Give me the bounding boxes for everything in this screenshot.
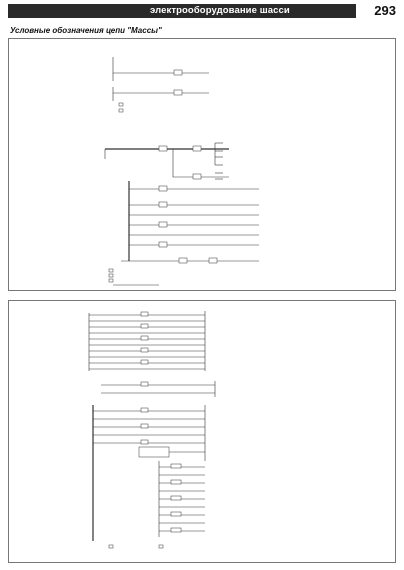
ground-circuit-diagram-top bbox=[8, 38, 396, 291]
header-bar bbox=[8, 4, 356, 18]
diagram-subtitle: Условные обозначения цепи "Массы" bbox=[10, 26, 162, 35]
page-header: электрооборудование шасси 293 bbox=[0, 0, 404, 22]
section-title: электрооборудование шасси bbox=[150, 5, 290, 16]
wiring-diagram-bottom bbox=[88, 311, 216, 549]
page-number: 293 bbox=[374, 3, 396, 18]
ground-circuit-diagram-bottom bbox=[8, 300, 396, 563]
wiring-diagram-top bbox=[104, 57, 259, 286]
